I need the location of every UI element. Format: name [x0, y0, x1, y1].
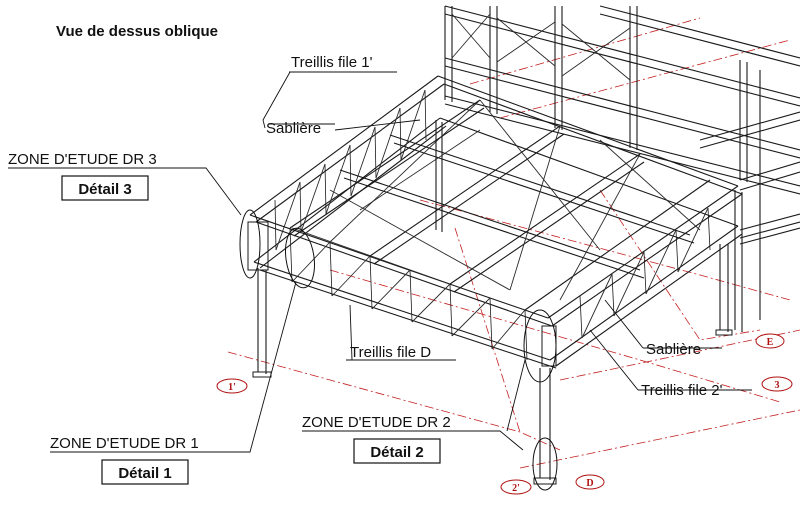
label-zone-dr2: ZONE D'ETUDE DR 2	[302, 414, 451, 431]
label-zone-dr1: ZONE D'ETUDE DR 1	[50, 435, 199, 452]
zone-dr2-foot-ellipse	[532, 437, 558, 491]
axis-bubble-d: D	[575, 474, 605, 490]
svg-text:E: E	[767, 337, 774, 348]
zone-dr1-ellipse	[285, 227, 315, 289]
detail-3-box: Détail 3	[61, 175, 149, 201]
detail-2-box: Détail 2	[353, 438, 441, 464]
grid-lines	[227, 17, 800, 469]
detail-1-box: Détail 1	[101, 459, 189, 485]
label-sabliere-right: Sablière	[646, 341, 701, 358]
zone-markers	[239, 209, 558, 491]
drawing-title: Vue de dessus oblique	[56, 23, 218, 40]
svg-text:3: 3	[775, 380, 780, 391]
axis-bubble-2: 2'	[500, 479, 532, 495]
label-treillis-file-d: Treillis file D	[350, 344, 431, 361]
leader-lines	[8, 71, 752, 453]
zone-dr3-ellipse	[239, 209, 261, 279]
zone-dr2-ellipse	[523, 309, 557, 383]
axis-bubble-3: 3	[761, 376, 793, 392]
axis-bubble-e: E	[755, 333, 785, 349]
label-sabliere-top: Sablière	[266, 120, 321, 137]
svg-text:2': 2'	[512, 483, 520, 494]
label-treillis-file-2: Treillis file 2'	[641, 382, 723, 399]
svg-text:Détail 1: Détail 1	[118, 465, 171, 482]
axis-bubble-1: 1'	[216, 378, 248, 394]
platform-frame	[249, 75, 743, 369]
svg-text:Détail 3: Détail 3	[78, 181, 131, 198]
label-treillis-file-1: Treillis file 1'	[291, 54, 373, 71]
svg-text:Détail 2: Détail 2	[370, 444, 423, 461]
svg-text:D: D	[586, 478, 593, 489]
upper-structure	[444, 5, 800, 320]
svg-text:1': 1'	[228, 382, 236, 393]
label-zone-dr3: ZONE D'ETUDE DR 3	[8, 151, 157, 168]
